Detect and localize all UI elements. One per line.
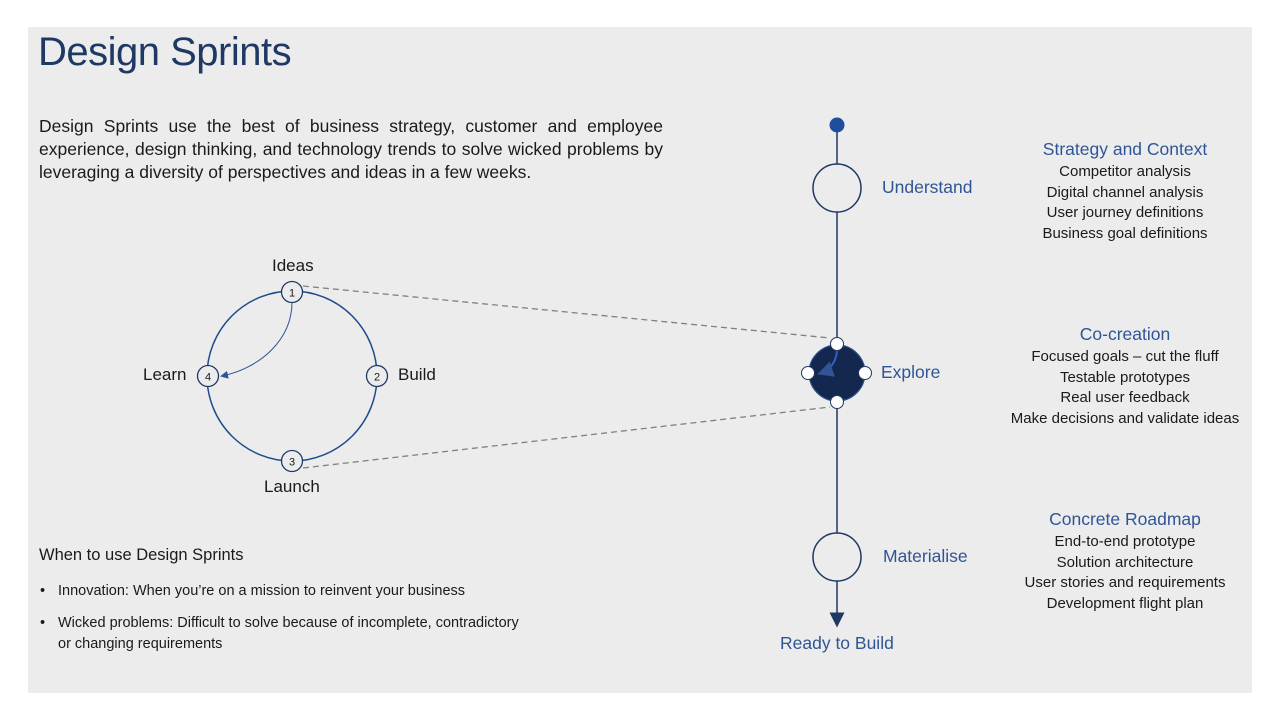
when-bullet: • Wicked problems: Difficult to solve bec…: [39, 613, 519, 655]
page-title: Design Sprints: [38, 30, 292, 74]
intro-paragraph: Design Sprints use the best of business …: [39, 116, 663, 182]
detail-item: Testable prototypes: [1059, 368, 1191, 386]
detail-heading: Concrete Roadmap: [1049, 509, 1201, 529]
detail-item: Real user feedback: [1060, 389, 1190, 406]
when-bullet-list: • Innovation: When you’re on a mission to…: [39, 581, 519, 666]
detail-item: Solution architecture: [1056, 553, 1194, 571]
bullet-icon: •: [40, 583, 46, 599]
explore-cycle-arrow-icon: [817, 350, 838, 377]
cycle-ring: [206, 290, 378, 462]
detail-block-cocreation: Co-creation Focused goals – cut the fluf…: [1000, 323, 1250, 429]
detail-item: Digital channel analysis: [1046, 183, 1204, 201]
timeline-start-dot: [829, 117, 845, 133]
dashed-connector-top: [302, 285, 831, 339]
bullet-text: Innovation: When you’re on a mission to …: [58, 583, 466, 599]
timeline-node-understand[interactable]: [812, 163, 862, 213]
slide-panel: [28, 27, 1252, 693]
detail-item: Development flight plan: [1046, 594, 1204, 612]
cycle-node-1[interactable]: 1: [280, 280, 304, 304]
cycle-node-4[interactable]: 4: [196, 364, 220, 388]
detail-item: User stories and requirements: [1024, 574, 1226, 591]
detail-heading: Strategy and Context: [1042, 139, 1208, 159]
detail-block-strategy: Strategy and Context Competitor analysis…: [1000, 138, 1250, 244]
when-bullet: • Innovation: When you’re on a mission to…: [39, 581, 519, 602]
cycle-label-ideas: Ideas: [272, 256, 314, 275]
timeline-node-explore[interactable]: [801, 337, 872, 409]
when-heading: When to use Design Sprints: [39, 546, 244, 564]
cycle-node-number: 4: [205, 372, 211, 384]
cycle-node-2[interactable]: 2: [365, 364, 389, 388]
stage-label-understand: Understand: [882, 177, 973, 197]
cycle-label-learn: Learn: [143, 365, 187, 384]
detail-item: End-to-end prototype: [1054, 533, 1196, 550]
detail-item: Focused goals – cut the fluff: [1031, 348, 1219, 365]
bullet-icon: •: [40, 615, 46, 631]
cycle-label-build: Build: [398, 365, 436, 384]
stage-label-materialise: Materialise: [883, 546, 968, 566]
timeline-node-materialise[interactable]: [812, 532, 862, 582]
detail-heading: Co-creation: [1079, 324, 1171, 344]
ready-to-build-label: Ready to Build: [780, 633, 894, 653]
cycle-label-launch: Launch: [264, 477, 320, 496]
cycle-node-number: 1: [289, 288, 295, 300]
detail-item: Competitor analysis: [1059, 163, 1191, 180]
bullet-text: Wicked problems: Difficult to solve beca…: [58, 615, 519, 652]
stage-label-explore: Explore: [881, 362, 941, 382]
dashed-connector-bottom: [302, 406, 831, 469]
cycle-node-number: 3: [289, 457, 295, 469]
detail-item: User journey definitions: [1046, 204, 1204, 221]
detail-block-roadmap: Concrete Roadmap End-to-end prototype So…: [1000, 508, 1250, 614]
detail-item: Make decisions and validate ideas: [1010, 409, 1240, 427]
detail-item: Business goal definitions: [1042, 224, 1208, 242]
cycle-node-number: 2: [374, 372, 380, 384]
cycle-return-arrow: [220, 301, 293, 379]
cycle-node-3[interactable]: 3: [280, 449, 304, 473]
